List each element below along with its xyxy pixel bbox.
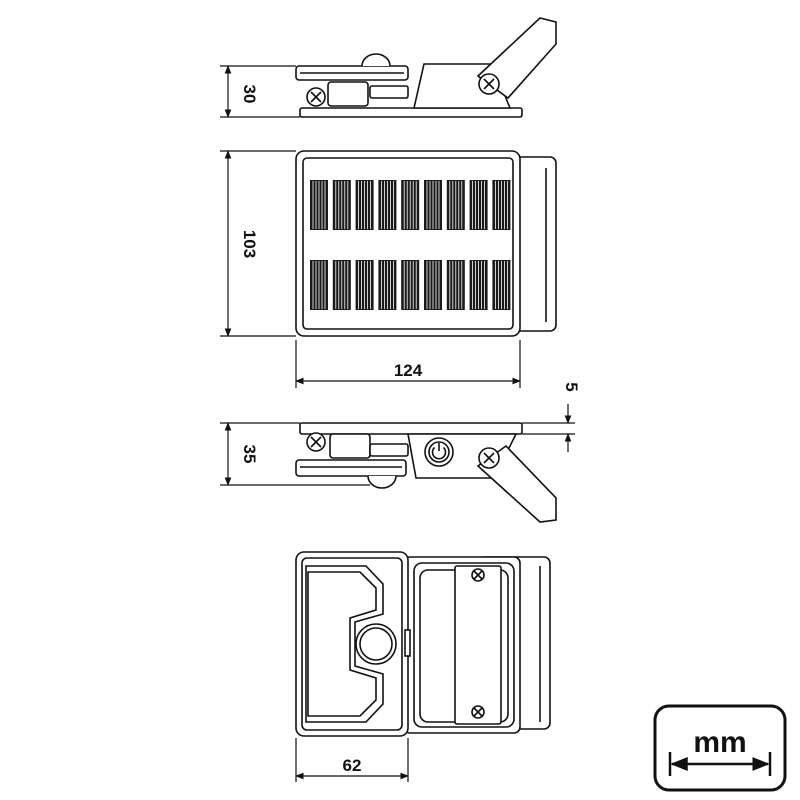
dimension-bottom-width (295, 738, 409, 782)
power-icon (424, 437, 454, 467)
mm-arrow-icon (668, 752, 772, 776)
side-view-bottom (295, 422, 557, 523)
screw-icon (478, 73, 500, 95)
screw-icon (306, 432, 326, 452)
bottom-view (295, 551, 551, 737)
dim-label-30: 30 (240, 85, 259, 104)
dimension-front-height (220, 150, 296, 337)
screw-icon (306, 87, 326, 107)
dimension-back-height (220, 422, 370, 486)
dimension-back-offset (522, 404, 575, 452)
dim-label-124: 124 (394, 361, 423, 380)
dim-label-35: 35 (240, 445, 259, 464)
side-view-top (295, 17, 557, 118)
dimension-front-width (295, 340, 521, 388)
dim-label-62: 62 (343, 756, 362, 775)
dim-label-103: 103 (240, 230, 259, 258)
solar-cells (310, 180, 511, 310)
unit-badge: mm (653, 704, 787, 792)
unit-label: mm (693, 726, 746, 759)
screw-icon (478, 447, 500, 469)
screw-icon (471, 568, 485, 582)
dimension-side-height (220, 65, 300, 118)
dim-label-5: 5 (562, 382, 581, 391)
screw-icon (471, 705, 485, 719)
